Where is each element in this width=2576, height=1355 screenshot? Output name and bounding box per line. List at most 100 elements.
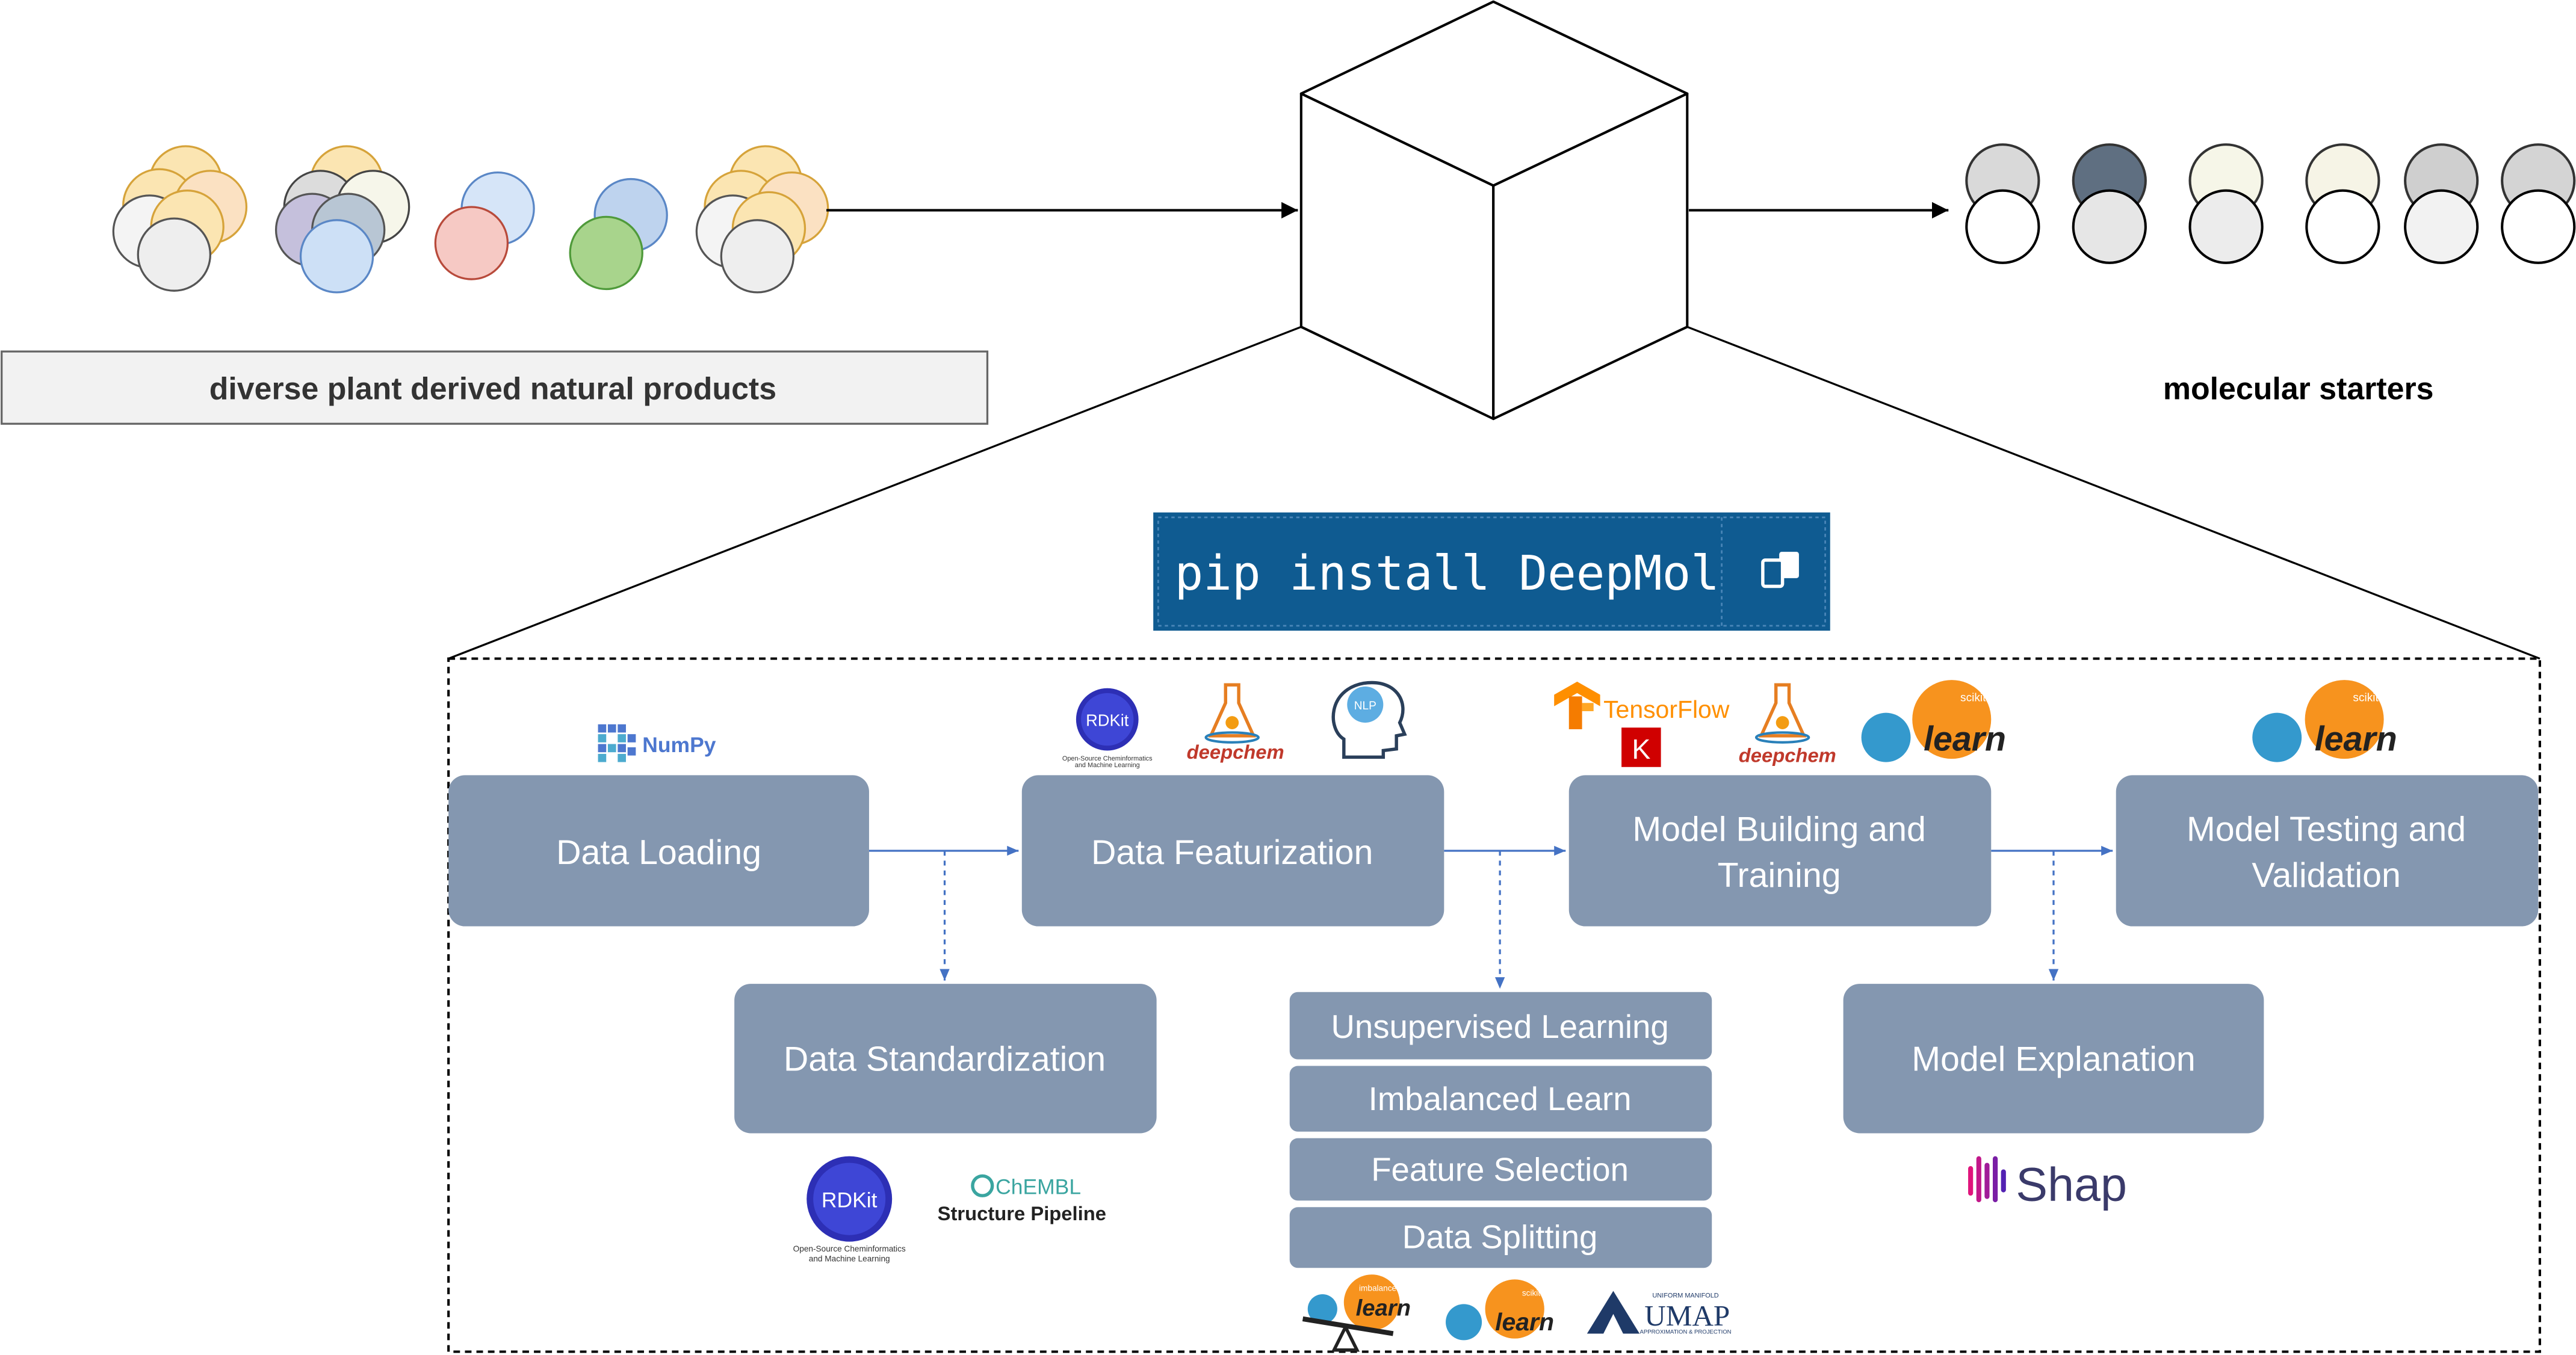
rdkit-logo-top: RDKit Open-Source Cheminformatics and Ma… [1062, 688, 1153, 769]
molecule-cluster-2 [274, 145, 410, 294]
projection-line-left [448, 326, 1302, 660]
svg-text:UMAP: UMAP [1644, 1299, 1730, 1332]
sub-step-unsupervised-learning: Unsupervised Learning [1289, 992, 1712, 1060]
svg-text:Open-Source Cheminformatics: Open-Source Cheminformatics [793, 1244, 906, 1253]
output-pair-6 [2501, 143, 2576, 264]
svg-text:Shap: Shap [2016, 1157, 2127, 1211]
svg-text:scikit: scikit [1960, 692, 1986, 705]
scikit-orange-icon [2305, 680, 2384, 759]
svg-text:imbalanced: imbalanced [1359, 1284, 1401, 1293]
projection-line-right [1686, 326, 2540, 660]
pip-install-bg [1153, 512, 1830, 631]
shap-logo: Shap [1968, 1156, 2127, 1211]
svg-text:Data Loading: Data Loading [556, 833, 761, 872]
output-pair-3 [2188, 143, 2264, 264]
seesaw-icon [1302, 1316, 1394, 1336]
svg-text:scikit: scikit [1522, 1289, 1540, 1298]
imbalanced-learn-logo: imbalanced learn [1302, 1274, 1411, 1352]
svg-text:Unsupervised Learning: Unsupervised Learning [1331, 1008, 1668, 1045]
numpy-cube-icon [598, 724, 636, 762]
input-label: diverse plant derived natural products [209, 371, 776, 406]
svg-text:Feature Selection: Feature Selection [1371, 1152, 1629, 1188]
keras-icon [1621, 727, 1661, 767]
pip-install-command: pip install DeepMol [1175, 546, 1720, 601]
stage-data-standardization: Data Standardization [734, 984, 1157, 1134]
svg-text:learn: learn [1495, 1308, 1554, 1336]
sub-step-data-splitting: Data Splitting [1289, 1207, 1712, 1268]
output-pair-2 [2072, 143, 2147, 264]
svg-text:learn: learn [1924, 720, 2006, 758]
nlp-head-icon: NLP [1331, 681, 1407, 759]
svg-text:Model Building and: Model Building and [1632, 810, 1925, 849]
stage-data-featurization: Data Featurization [1021, 775, 1444, 927]
molecule-cluster-5 [695, 145, 829, 294]
svg-text:NLP: NLP [1354, 700, 1376, 712]
flow-arrows [868, 845, 2113, 989]
svg-text:K: K [1632, 733, 1650, 765]
sub-step-imbalanced-learn: Imbalanced Learn [1289, 1066, 1712, 1132]
flask-icon [1204, 683, 1260, 744]
molecule-cluster-3 [434, 171, 535, 280]
svg-text:ChEMBL: ChEMBL [995, 1174, 1081, 1199]
chembl-structure-pipeline-logo: ChEMBL Structure Pipeline [938, 1174, 1106, 1224]
svg-text:deepchem: deepchem [1187, 741, 1284, 763]
stage-data-loading: Data Loading [448, 775, 869, 927]
umap-triangle-icon [1587, 1291, 1640, 1334]
svg-text:Data Splitting: Data Splitting [1402, 1219, 1598, 1256]
deepchem-logo-top: deepchem [1187, 683, 1284, 763]
input-label-box [1, 350, 989, 425]
pip-install-banner[interactable]: pip install DeepMol [1153, 512, 1830, 631]
svg-text:Imbalanced Learn: Imbalanced Learn [1369, 1081, 1632, 1117]
numpy-logo: NumPy [598, 724, 716, 762]
numpy-logo-text: NumPy [642, 733, 716, 757]
output-label: molecular starters [2163, 371, 2434, 406]
svg-text:Structure Pipeline: Structure Pipeline [938, 1202, 1106, 1224]
umap-logo: UNIFORM MANIFOLD UMAP APPROXIMATION & PR… [1587, 1291, 1732, 1335]
svg-text:Training: Training [1718, 856, 1841, 895]
svg-text:APPROXIMATION & PROJECTION: APPROXIMATION & PROJECTION [1640, 1329, 1732, 1335]
molecule-cluster-1 [112, 145, 248, 292]
scikit-orange-icon [1343, 1274, 1400, 1331]
svg-text:UNIFORM MANIFOLD: UNIFORM MANIFOLD [1652, 1292, 1718, 1299]
deepchem-logo-mid: deepchem [1739, 683, 1836, 767]
svg-text:scikit: scikit [2353, 692, 2379, 705]
svg-text:learn: learn [2315, 720, 2397, 758]
sub-step-feature-selection: Feature Selection [1289, 1138, 1712, 1201]
tensorflow-logo: TensorFlow [1554, 681, 1730, 729]
scikit-learn-logo-1: scikit learn [1861, 680, 2006, 762]
flask-icon [1754, 683, 1810, 744]
copy-icon[interactable] [1761, 552, 1799, 588]
scikit-orange-icon [1912, 680, 1992, 759]
svg-text:RDKit: RDKit [1086, 711, 1129, 730]
svg-text:Model Explanation: Model Explanation [1912, 1040, 2196, 1079]
keras-logo: K [1621, 727, 1661, 767]
svg-text:Validation: Validation [2252, 856, 2400, 895]
deepmol-cube [1299, 0, 1689, 421]
svg-text:Data Featurization: Data Featurization [1091, 833, 1373, 872]
scikit-learn-logo-2: scikit learn [2252, 680, 2397, 762]
output-pair-5 [2404, 143, 2479, 264]
stage-model-explanation: Model Explanation [1843, 984, 2264, 1134]
chembl-icon [971, 1174, 994, 1197]
svg-text:Data Standardization: Data Standardization [784, 1040, 1106, 1079]
rdkit-logo-bottom: RDKit Open-Source Cheminformatics and Ma… [793, 1156, 906, 1263]
shap-bars-icon [1968, 1156, 2006, 1203]
output-pair-1 [1965, 143, 2040, 264]
input-molecules [112, 145, 829, 294]
svg-text:TensorFlow: TensorFlow [1603, 696, 1730, 723]
output-pair-4 [2305, 143, 2380, 264]
svg-text:Model Testing and: Model Testing and [2187, 810, 2466, 849]
svg-text:and Machine Learning: and Machine Learning [1075, 762, 1140, 769]
output-molecules [1965, 143, 2576, 264]
svg-text:Open-Source Cheminformatics: Open-Source Cheminformatics [1062, 755, 1153, 762]
stage-model-building: Model Building and Training [1568, 775, 1992, 927]
molecule-cluster-4 [569, 177, 668, 291]
tensorflow-icon [1554, 681, 1600, 729]
scikit-orange-icon [1485, 1279, 1544, 1339]
scikit-learn-logo-3: scikit learn [1446, 1279, 1554, 1341]
svg-text:and Machine Learning: and Machine Learning [809, 1254, 890, 1263]
svg-text:deepchem: deepchem [1739, 744, 1836, 767]
pipeline-container [447, 657, 2541, 1353]
stage-model-testing: Model Testing and Validation [2116, 775, 2539, 927]
